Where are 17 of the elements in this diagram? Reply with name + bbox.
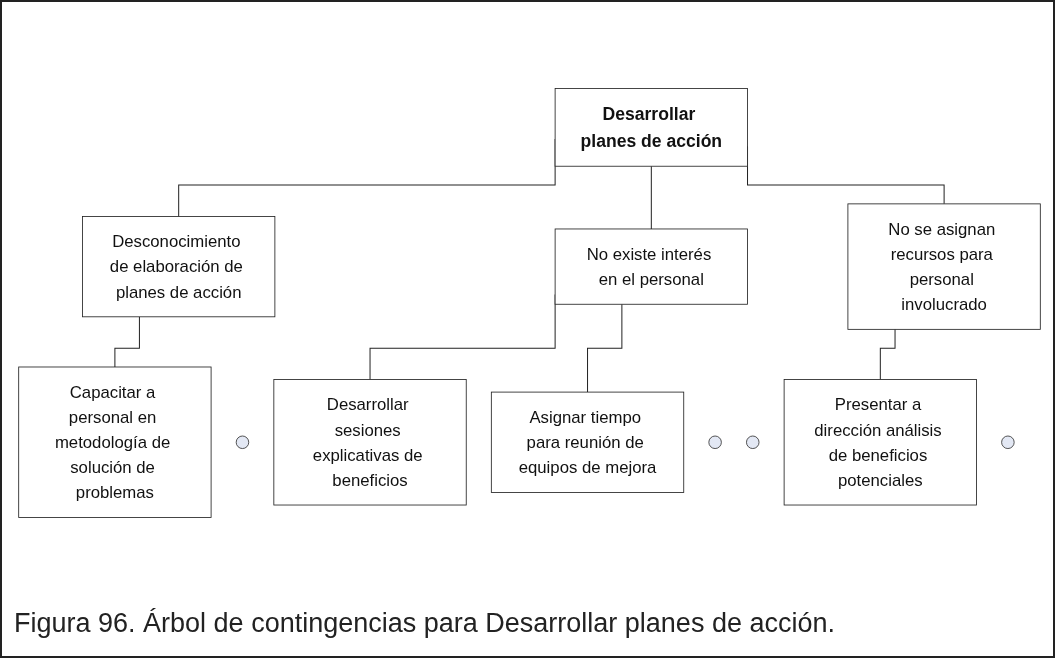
node-box: Presentar a dirección análisis de beneficios potenciales <box>783 379 977 506</box>
connector <box>650 165 652 230</box>
figure-caption: Figura 96. Árbol de contingencias para Desarrollar planes de acción. <box>14 608 835 639</box>
node-box: Desarrollar planes de acción <box>554 88 748 167</box>
node-circle <box>746 435 760 449</box>
connector <box>879 328 896 381</box>
node-box: No se asignan recursos para personal involucrado <box>847 203 1041 330</box>
node-circle <box>708 435 722 449</box>
node-box: Asignar tiempo para reunión de equipos de mejora <box>490 391 685 493</box>
connector <box>587 303 623 393</box>
node-circle <box>235 435 250 449</box>
node-circle <box>1001 435 1015 449</box>
node-box: Desconocimiento de elaboración de planes de acción <box>82 216 276 318</box>
node-box: No existe interés en el personal <box>554 228 748 305</box>
connector <box>114 316 140 368</box>
node-box: Capacitar a personal en metodología de solución de problemas <box>18 366 212 518</box>
node-box: Desarrollar sesiones explicativas de beneficios <box>273 379 467 506</box>
